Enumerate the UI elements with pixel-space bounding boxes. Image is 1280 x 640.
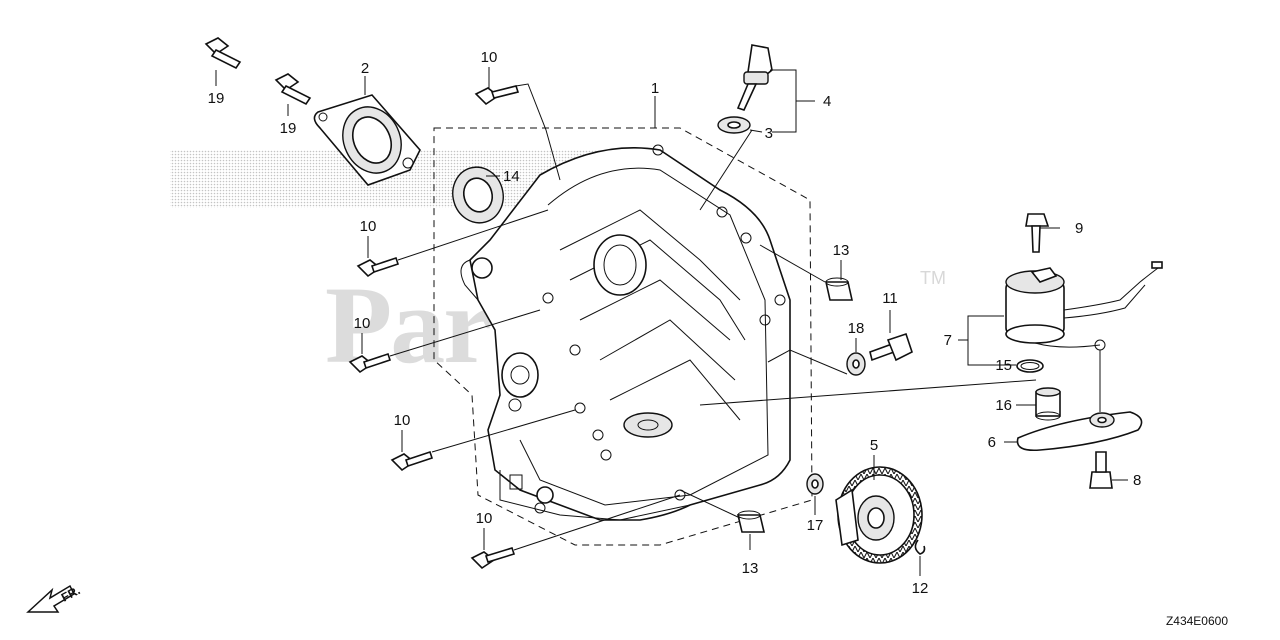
callout-10-left-3: 10 bbox=[394, 412, 411, 429]
bolt-9 bbox=[1025, 213, 1050, 253]
bolt-19-lower bbox=[274, 73, 312, 106]
bolt-10-top bbox=[474, 85, 520, 106]
bracket-part-6 bbox=[1016, 411, 1143, 452]
diagram-code: Z434E0600 bbox=[1166, 614, 1228, 628]
callout-3: 3 bbox=[765, 125, 773, 142]
front-arrow-icon bbox=[26, 584, 75, 613]
callout-14: 14 bbox=[503, 168, 520, 185]
callout-10-left-2: 10 bbox=[354, 315, 371, 332]
svg-text:TM: TM bbox=[920, 268, 946, 288]
governor-gear-part bbox=[835, 466, 923, 564]
bolt-10-left-2 bbox=[348, 352, 392, 374]
bolt-10-left-1 bbox=[356, 256, 400, 278]
clip-part-12 bbox=[914, 539, 926, 555]
oil-level-sensor-part bbox=[1005, 261, 1163, 351]
callout-19-top: 19 bbox=[208, 90, 225, 107]
callout-2: 2 bbox=[361, 60, 369, 77]
crankcase-cover-part bbox=[460, 144, 791, 521]
dowel-pin-13-upper bbox=[825, 277, 853, 301]
flange-seal-part bbox=[313, 94, 421, 186]
front-direction-indicator: FR. bbox=[26, 583, 82, 613]
bolt-10-left-3 bbox=[390, 450, 434, 472]
callout-17: 17 bbox=[807, 517, 824, 534]
callout-7: 7 bbox=[944, 332, 952, 349]
washer-part-17 bbox=[806, 473, 824, 495]
bolt-11 bbox=[869, 332, 913, 362]
washer-part-3 bbox=[717, 116, 751, 134]
callout-15: 15 bbox=[995, 357, 1012, 374]
dowel-pin-13-lower bbox=[736, 510, 766, 533]
callout-1: 1 bbox=[651, 80, 659, 97]
callout-10-left-1: 10 bbox=[360, 218, 377, 235]
bolt-10-bottom bbox=[470, 547, 516, 570]
callout-19-lower: 19 bbox=[280, 120, 297, 137]
washer-part-18 bbox=[846, 352, 866, 376]
callout-13-lower: 13 bbox=[742, 560, 759, 577]
callout-labels: 1 2 3 4 5 6 7 8 9 10 10 10 10 10 11 12 1… bbox=[208, 49, 1142, 597]
callout-10-bottom: 10 bbox=[476, 510, 493, 527]
leader-lines bbox=[215, 67, 1128, 576]
callout-11: 11 bbox=[882, 290, 898, 307]
bolt-8 bbox=[1089, 451, 1113, 489]
oil-seal-part bbox=[452, 166, 504, 224]
bolt-19-top bbox=[204, 37, 242, 70]
callout-18: 18 bbox=[848, 320, 865, 337]
callout-4: 4 bbox=[823, 93, 831, 110]
callout-8: 8 bbox=[1133, 472, 1141, 489]
callout-10-top: 10 bbox=[481, 49, 498, 66]
callout-6: 6 bbox=[988, 434, 996, 451]
callout-13-upper: 13 bbox=[833, 242, 850, 259]
oil-filler-cap-part bbox=[736, 44, 773, 111]
callout-5: 5 bbox=[870, 437, 878, 454]
o-ring-part-15 bbox=[1016, 359, 1044, 373]
callout-12: 12 bbox=[912, 580, 929, 597]
callout-16: 16 bbox=[995, 397, 1012, 414]
callout-9: 9 bbox=[1075, 220, 1083, 237]
collar-part-16 bbox=[1035, 387, 1061, 421]
